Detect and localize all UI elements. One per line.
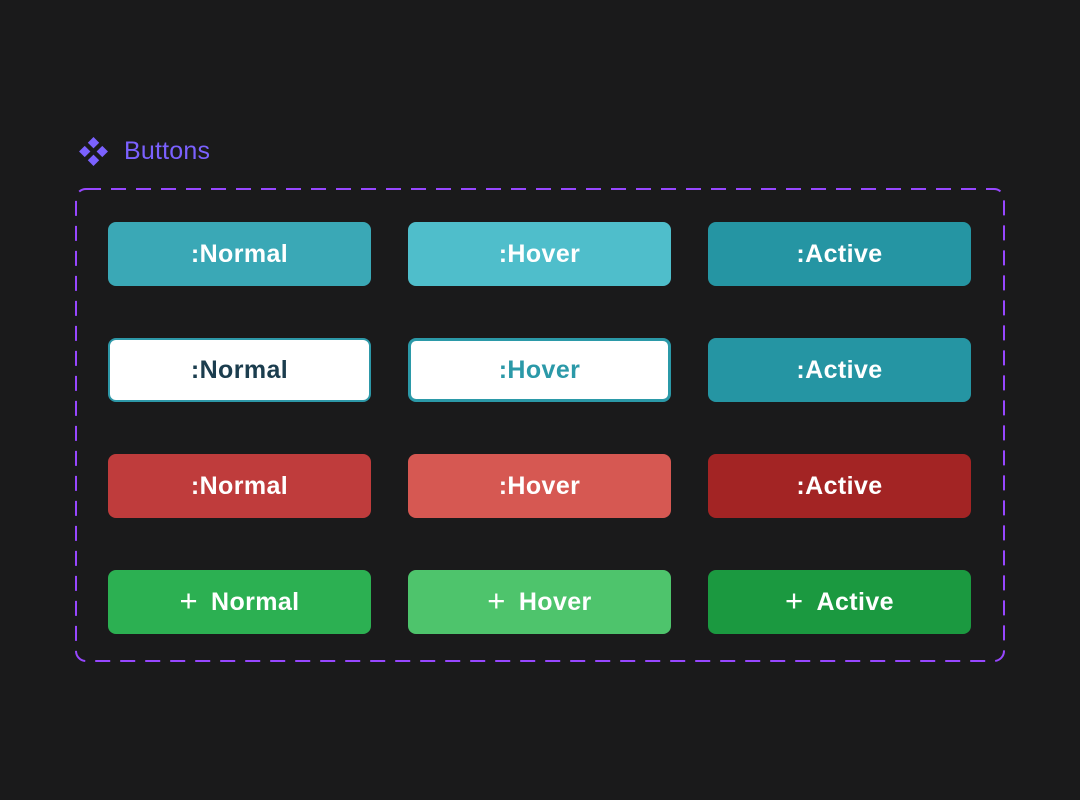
button-label: :Active: [796, 239, 883, 268]
button-label: :Active: [796, 355, 883, 384]
button-label: Normal: [210, 587, 300, 616]
button-label: :Hover: [498, 239, 581, 268]
component-header: Buttons: [78, 136, 210, 167]
button-variants-grid: :Normal :Hover :Active :Normal :Hover :A…: [108, 222, 971, 634]
button-label: :Hover: [498, 355, 581, 384]
component-set-title[interactable]: Buttons: [124, 137, 211, 165]
button-outline-normal[interactable]: :Normal: [108, 338, 371, 402]
button-teal-active[interactable]: :Active: [708, 222, 971, 286]
plus-icon: +: [179, 582, 198, 618]
button-label: :Active: [796, 471, 883, 500]
component-set-frame: :Normal :Hover :Active :Normal :Hover :A…: [75, 188, 1005, 662]
button-label: :Hover: [498, 471, 581, 500]
button-teal-normal[interactable]: :Normal: [108, 222, 371, 286]
component-diamonds-icon: [78, 136, 109, 167]
plus-icon: +: [785, 582, 804, 618]
plus-icon: +: [487, 582, 506, 618]
button-red-normal[interactable]: :Normal: [108, 454, 371, 518]
button-label: :Normal: [190, 471, 289, 500]
button-red-hover[interactable]: :Hover: [408, 454, 671, 518]
button-green-active[interactable]: + Active: [708, 570, 971, 634]
button-label: :Normal: [190, 239, 289, 268]
button-teal-hover[interactable]: :Hover: [408, 222, 671, 286]
component-diamonds-icon-svg: [79, 137, 108, 166]
button-label: Hover: [518, 587, 592, 616]
button-label: :Normal: [190, 355, 289, 384]
button-green-hover[interactable]: + Hover: [408, 570, 671, 634]
button-outline-hover[interactable]: :Hover: [408, 338, 671, 402]
button-outline-active[interactable]: :Active: [708, 338, 971, 402]
button-red-active[interactable]: :Active: [708, 454, 971, 518]
button-green-normal[interactable]: + Normal: [108, 570, 371, 634]
frame-dashed-border: [75, 188, 1005, 662]
button-label: Active: [816, 587, 894, 616]
